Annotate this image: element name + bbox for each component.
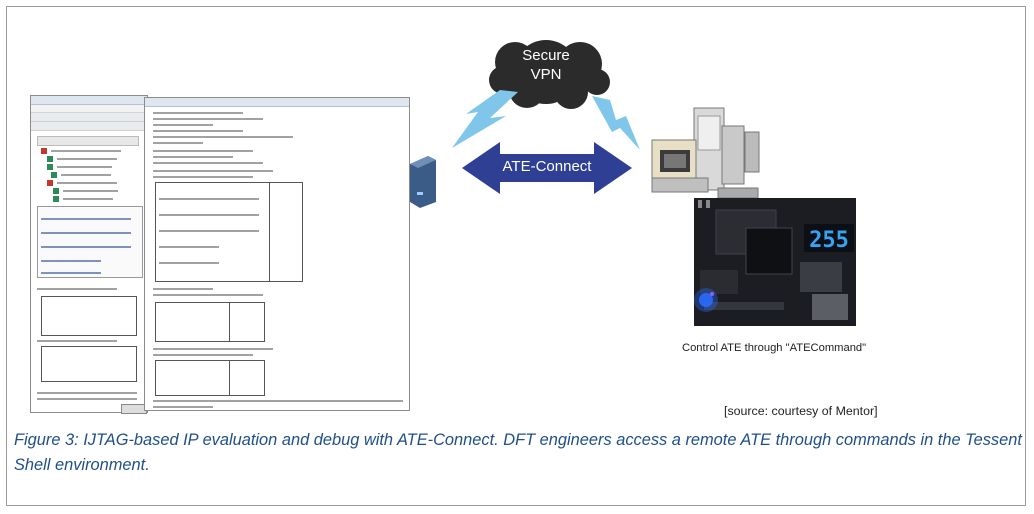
ate-connect-label: ATE-Connect	[502, 158, 592, 175]
fpga-board-photo	[694, 198, 856, 326]
figure-frame	[6, 6, 1026, 506]
cloud-label-line1: Secure	[522, 47, 570, 64]
shell-transcript-window	[144, 97, 410, 411]
server-box-icon	[410, 156, 436, 208]
design-browser-window	[30, 95, 148, 414]
control-ate-label: Control ATE through "ATECommand"	[682, 342, 867, 354]
ate-connect-arrow	[462, 142, 632, 194]
seven-segment-display: 255	[809, 228, 849, 253]
cloud-label: Secure VPN	[501, 46, 591, 84]
ate-tester-icon	[651, 107, 760, 199]
secure-vpn-cloud-icon	[489, 40, 610, 109]
tessent-shell-screenshot	[30, 95, 410, 414]
figure-caption: Figure 3: IJTAG-based IP evaluation and …	[14, 431, 1022, 474]
cloud-label-line2: VPN	[530, 66, 562, 83]
right-lightning-icon	[592, 96, 640, 150]
source-credit: [source: courtesy of Mentor]	[724, 404, 878, 418]
left-lightning-icon	[452, 90, 518, 148]
